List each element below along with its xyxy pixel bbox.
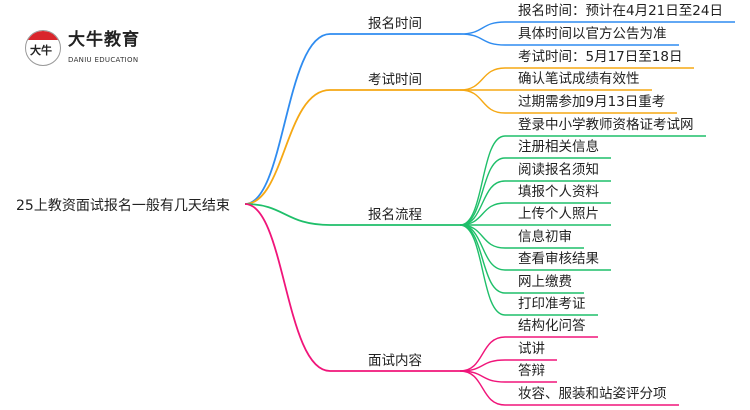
branch-connector bbox=[244, 203, 460, 226]
leaf-connector bbox=[459, 67, 694, 91]
branch-connector bbox=[244, 203, 460, 372]
leaf-topic: 结构化问答 bbox=[518, 318, 586, 334]
branch-connector bbox=[244, 33, 460, 205]
logo-name: 大牛教育 bbox=[68, 30, 140, 50]
branch-topic: 面试内容 bbox=[368, 353, 422, 369]
logo-english: DANIU EDUCATION bbox=[68, 56, 139, 64]
leaf-connector bbox=[459, 135, 706, 226]
leaf-topic: 阅读报名须知 bbox=[518, 162, 599, 178]
leaf-connector bbox=[459, 370, 679, 406]
leaf-topic: 答辩 bbox=[518, 363, 545, 379]
leaf-connector bbox=[459, 89, 677, 114]
leaf-topic: 具体时间以官方公告为准 bbox=[518, 26, 667, 42]
leaf-topic: 查看审核结果 bbox=[518, 251, 599, 267]
leaf-connector bbox=[459, 359, 557, 372]
branch-topic: 考试时间 bbox=[368, 72, 422, 88]
root-topic: 25上教资面试报名一般有几天结束 bbox=[16, 198, 230, 214]
leaf-connector bbox=[459, 224, 598, 316]
leaf-connector bbox=[459, 180, 611, 226]
leaf-connector bbox=[459, 224, 584, 249]
leaf-topic: 妆容、服装和站姿评分项 bbox=[518, 386, 667, 402]
leaf-topic: 考试时间：5月17日至18日 bbox=[518, 49, 683, 65]
leaf-connector bbox=[459, 202, 611, 226]
leaf-connector bbox=[459, 33, 679, 46]
branch-connector bbox=[244, 89, 460, 205]
leaf-topic: 确认笔试成绩有效性 bbox=[518, 71, 640, 87]
branch-topic: 报名时间 bbox=[368, 16, 422, 32]
daniu-education-logo: 大牛 大牛教育 DANIU EDUCATION bbox=[22, 26, 162, 76]
branch-topic: 报名流程 bbox=[368, 207, 422, 223]
leaf-connector bbox=[459, 21, 735, 35]
leaf-topic: 注册相关信息 bbox=[518, 139, 599, 155]
leaf-connector bbox=[459, 157, 611, 226]
leaf-topic: 打印准考证 bbox=[518, 296, 586, 312]
logo-emblem-icon: 大牛 bbox=[25, 30, 61, 66]
leaf-connector bbox=[459, 336, 598, 372]
leaf-topic: 过期需参加9月13日重考 bbox=[518, 94, 666, 110]
leaf-topic: 信息初审 bbox=[518, 229, 572, 245]
leaf-topic: 试讲 bbox=[518, 341, 545, 357]
leaf-topic: 网上缴费 bbox=[518, 274, 572, 290]
leaf-topic: 填报个人资料 bbox=[518, 184, 599, 200]
leaf-topic: 报名时间：预计在4月21日至24日 bbox=[518, 3, 723, 19]
leaf-topic: 登录中小学教师资格证考试网 bbox=[518, 117, 694, 133]
leaf-topic: 上传个人照片 bbox=[518, 206, 599, 222]
